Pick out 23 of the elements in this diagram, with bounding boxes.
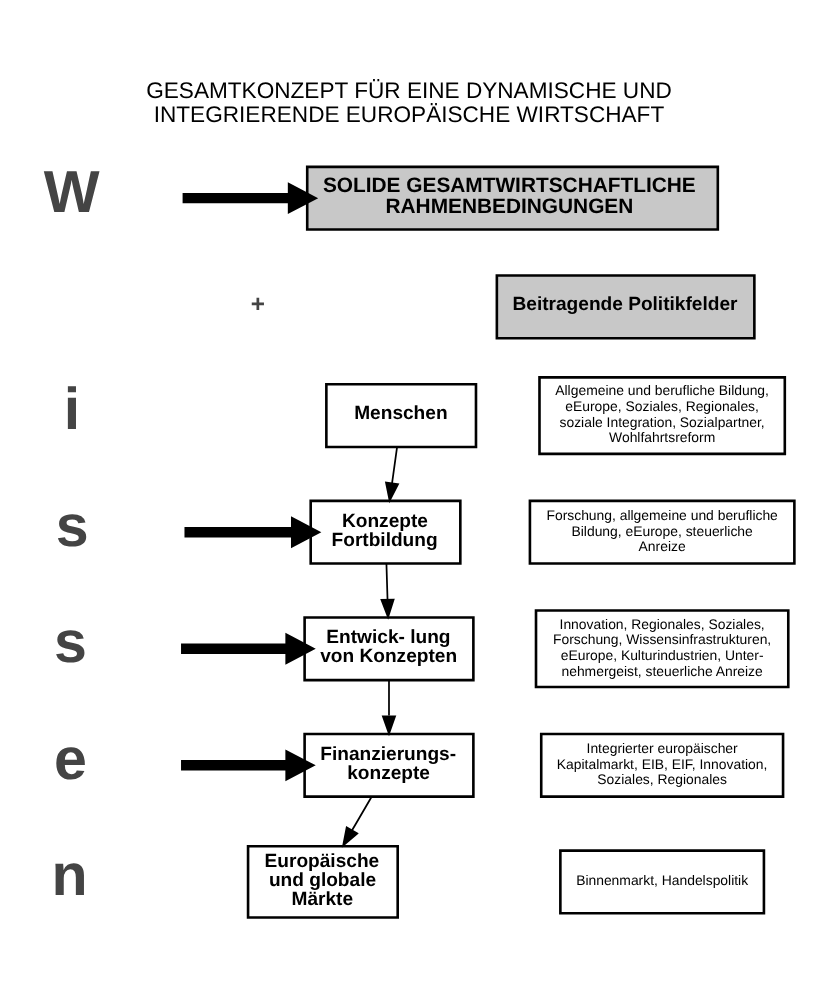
label: W [43,158,100,225]
arrow [384,445,400,503]
label: s [55,492,89,559]
node-box: SOLIDE GESAMTWIRTSCHAFTLICHE RAHMENBEDINGUNGEN [305,164,720,230]
label: + [250,288,265,317]
label: i [63,376,81,443]
node-box: Europäische und globale Märkte [246,843,399,918]
node-box: Menschen [325,382,478,448]
arrow [184,515,322,548]
arrow [181,748,316,781]
arrow [181,631,316,664]
node-box: Beitragende Politikfelder [495,273,756,339]
arrow [341,794,373,847]
arrow [182,181,319,214]
label: n [51,842,88,909]
node-box: Konzepte Fortbildung [309,498,462,564]
arrow [380,561,395,619]
diagram-title: GESAMTKONZEPT FÜR EINE DYNAMISCHE UND INTEGRIERENDE EUROPÄISCHE WIRTSCHAFT [146,79,672,128]
label: s [54,609,87,676]
arrow [381,678,397,736]
label: e [54,725,87,792]
node-box: Entwick- lung von Konzepten [303,615,475,681]
node-box: Finanzierungs- konzepte [303,731,475,797]
